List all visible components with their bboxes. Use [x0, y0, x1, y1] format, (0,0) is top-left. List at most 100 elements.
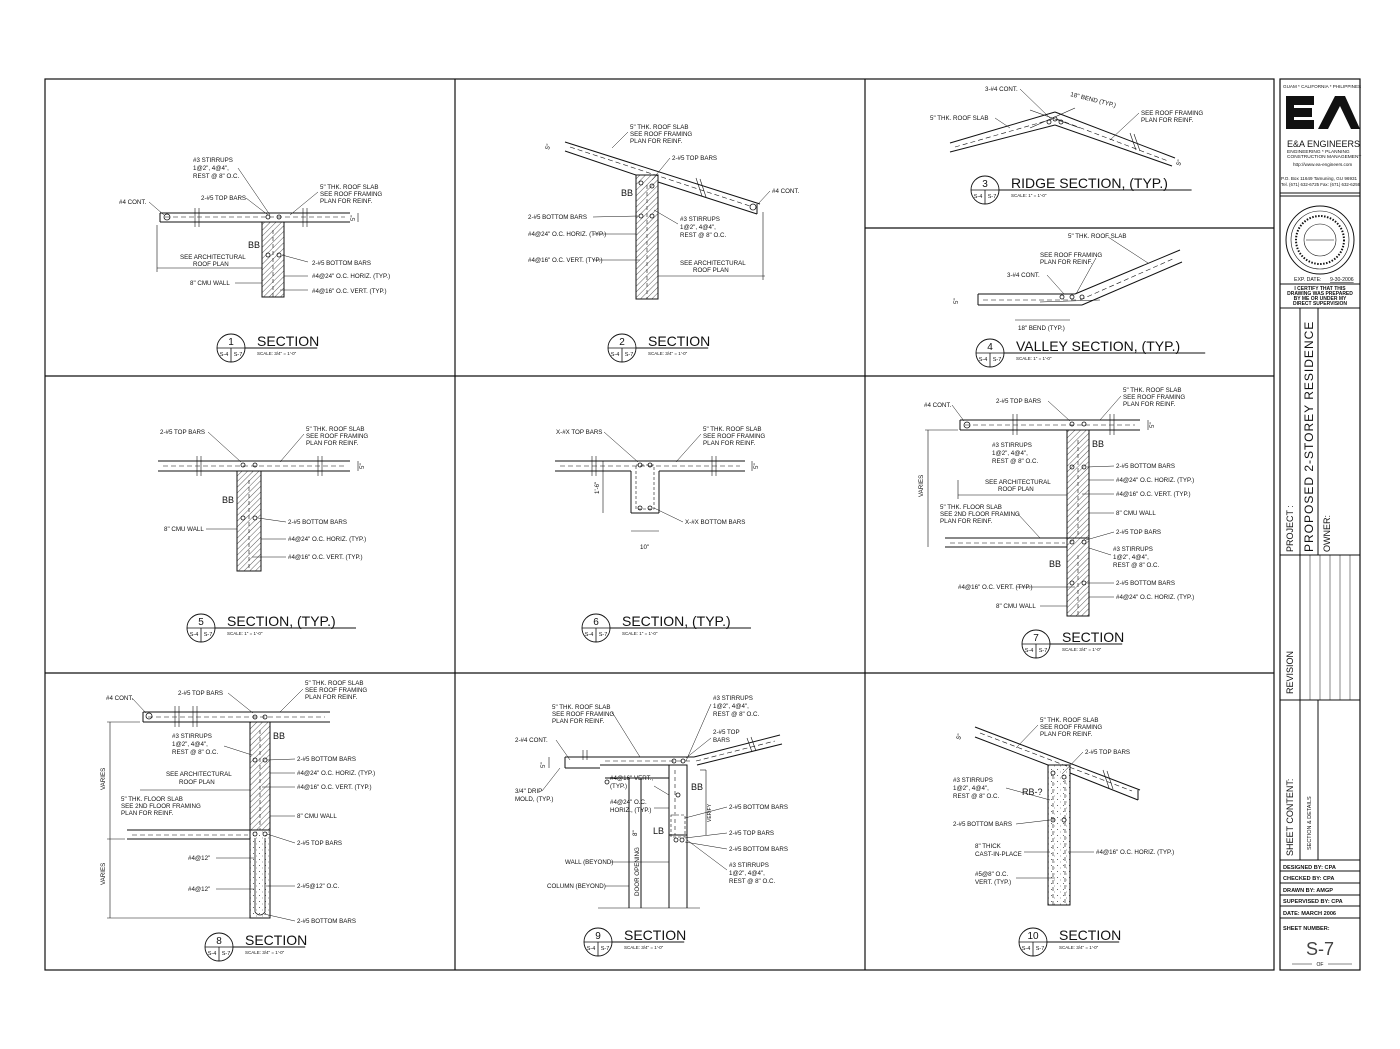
d9-drip-2: MOLD, (TYP.) [515, 796, 553, 803]
detail-1: #3 STIRRUPS 1@2", 4@4", REST @ 8" O.C. 5… [119, 157, 390, 298]
firm-address: P.O. Box 11649 Tamuning, GU 96931 [1281, 176, 1358, 181]
d8-vert: #4@16" O.C. VERT. (TYP.) [297, 784, 372, 791]
d8-slab-2: SEE ROOF FRAMING [305, 687, 367, 694]
d2-arch-1: SEE ARCHITECTURAL [680, 260, 746, 267]
d7-bb: BB [1092, 439, 1104, 449]
d7-varies: VARIES [918, 475, 925, 497]
detail-scale: SCALE: 3/4" = 1'-0" [257, 351, 297, 356]
seal-certify-2: DRAWING WAS PREPARED [1287, 291, 1353, 297]
detail-ref-b: S-7 [599, 632, 608, 638]
detail-number: 6 [593, 617, 599, 628]
d7-slab-3: PLAN FOR REINF. [1123, 401, 1176, 408]
d8-top2: 2-#5 TOP BARS [297, 840, 342, 847]
d5-slab-3: PLAN FOR REINF. [306, 440, 359, 447]
d9-stirrups2-1: #3 STIRRUPS [729, 862, 769, 869]
d6-slab-2: SEE ROOF FRAMING [703, 433, 765, 440]
firm-name: E&A ENGINEERS [1287, 139, 1360, 149]
d9-bottom2: 2-#5 BOTTOM BARS [729, 846, 788, 853]
detail-title: SECTION, (TYP.) [622, 613, 731, 629]
detail-scale: SCALE: 1" = 1'-0" [622, 631, 658, 636]
d7-bottom: 2-#5 BOTTOM BARS [1116, 463, 1175, 470]
d4-dim: 5" [953, 298, 960, 304]
d8-slab-3: PLAN FOR REINF. [305, 694, 358, 701]
d2-bb: BB [621, 188, 633, 198]
d2-dim: 5" [544, 143, 552, 151]
firm-services-1: ENGINEERING * PLANNING [1287, 149, 1350, 155]
d8-bottom: 2-#5 BOTTOM BARS [297, 756, 356, 763]
d4-see-1: SEE ROOF FRAMING [1040, 252, 1102, 259]
d9-column: COLUMN (BEYOND) [547, 883, 606, 890]
d2-stirrups-2: 1@2", 4@4", [680, 224, 716, 231]
d10-thick-1: 8" THICK [975, 843, 1002, 850]
d10-slab-1: 5" THK. ROOF SLAB [1040, 717, 1098, 724]
d1-bb: BB [248, 240, 260, 250]
detail-5: 2-#5 TOP BARS 5" THK. ROOF SLAB SEE ROOF… [158, 426, 368, 572]
detail-number: 7 [1033, 633, 1039, 644]
d7-bb2: BB [1049, 559, 1061, 569]
d9-stirrups2-2: 1@2", 4@4", [729, 870, 765, 877]
d1-slab-2: SEE ROOF FRAMING [320, 191, 382, 198]
d2-slab-1: 5" THK. ROOF SLAB [630, 124, 688, 131]
d1-top: 2-#5 TOP BARS [201, 195, 246, 202]
d8-varies: VARIES [100, 768, 107, 790]
d9-vert-1: #4@16" VERT., [610, 775, 653, 782]
d6-depth: 1'-6" [594, 482, 601, 494]
d2-top: 2-#5 TOP BARS [672, 155, 717, 162]
d5-top: 2-#5 TOP BARS [160, 429, 205, 436]
d3-dim: 5" [1175, 159, 1184, 167]
d4-see-2: PLAN FOR REINF. [1040, 259, 1093, 266]
seal-certify-3: BY ME OR UNDER MY [1294, 296, 1347, 302]
d9-bottom: 2-#5 BOTTOM BARS [729, 804, 788, 811]
d9-top: 2-#5 TOP [713, 729, 740, 736]
detail-number: 3 [982, 179, 988, 190]
supervised-by: SUPERVISED BY: CPA [1283, 899, 1343, 905]
d1-cmu: 8" CMU WALL [190, 280, 230, 287]
detail-number: 10 [1027, 931, 1039, 942]
d10-top: 2-#5 TOP BARS [1085, 749, 1130, 756]
detail-number: 1 [228, 337, 234, 348]
d10-stirrups-3: REST @ 8" O.C. [953, 793, 999, 800]
d8-floor-1: 5" THK. FLOOR SLAB [121, 796, 183, 803]
detail-scale: SCALE: 3/4" = 1'-0" [648, 351, 688, 356]
detail-number: 8 [216, 936, 222, 947]
d6-slab-1: 5" THK. ROOF SLAB [703, 426, 761, 433]
detail-ref-a: S-4 [1022, 946, 1031, 952]
detail-ref-b: S-7 [601, 946, 610, 952]
detail-scale: SCALE: 3/4" = 1'-0" [1062, 647, 1102, 652]
detail-number: 9 [595, 931, 601, 942]
sheet-of: OF [1317, 962, 1324, 968]
detail-scale: SCALE: 3/4" = 1'-0" [245, 950, 285, 955]
title-block: GUAM * CALIFORNIA * PHILIPPINES E&A ENGI… [1279, 78, 1361, 971]
d10-horiz: #4@16" O.C. HORIZ. (TYP.) [1096, 849, 1174, 856]
d8-top: 2-#5 TOP BARS [178, 690, 223, 697]
d5-bottom: 2-#5 BOTTOM BARS [288, 519, 347, 526]
d7-slab-2: SEE ROOF FRAMING [1123, 394, 1185, 401]
sheet-number: S-7 [1306, 939, 1334, 959]
d9-stirrups-1: #3 STIRRUPS [713, 695, 753, 702]
d10-dim: 5" [955, 733, 964, 741]
detail-8: #4 CONT. 2-#5 TOP BARS 5" THK. ROOF SLAB… [100, 680, 375, 925]
d7-stirrups-3: REST @ 8" O.C. [992, 458, 1038, 465]
d9-slab-3: PLAN FOR REINF. [552, 718, 605, 725]
d3-see-1: SEE ROOF FRAMING [1141, 110, 1203, 117]
detail-6: X-#X TOP BARS 5" THK. ROOF SLAB SEE ROOF… [555, 426, 765, 551]
d7-floor-2: SEE 2ND FLOOR FRAMING [940, 511, 1020, 518]
d10-rb: RB-? [1022, 787, 1043, 797]
d7-stirrups-2: 1@2", 4@4", [992, 450, 1028, 457]
d5-dim: 5" [359, 463, 366, 469]
d9-dim: 5" [540, 762, 547, 768]
d9-verify: VERIFY [707, 803, 713, 822]
project-name: PROPOSED 2-STOREY RESIDENCE [1302, 321, 1316, 552]
d3-slab: 5" THK. ROOF SLAB [930, 115, 988, 122]
d10-slab-2: SEE ROOF FRAMING [1040, 724, 1102, 731]
d7-vert: #4@16" O.C. VERT. (TYP.) [1116, 491, 1191, 498]
d9-vert-2: (TYP.) [610, 783, 627, 790]
detail-ref-b: S-7 [993, 357, 1002, 363]
detail-ref-b: S-7 [1039, 648, 1048, 654]
d9-bb: BB [691, 782, 703, 792]
d4-slab: 5" THK. ROOF SLAB [1068, 233, 1126, 240]
detail-scale: SCALE: 3/4" = 1'-0" [624, 945, 664, 950]
